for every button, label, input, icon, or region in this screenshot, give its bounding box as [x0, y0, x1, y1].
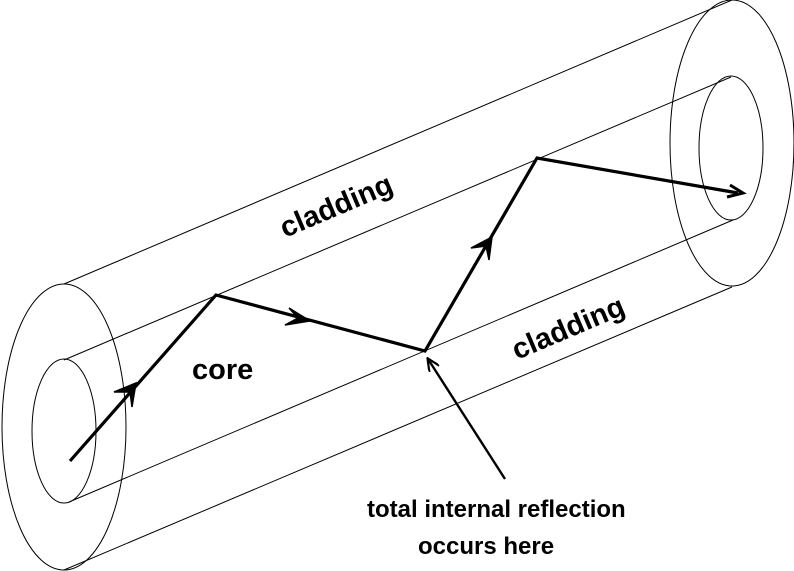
cladding-top-edge — [63, 0, 733, 285]
cladding-label-bottom: cladding — [507, 290, 629, 366]
ray-arrowhead-2 — [284, 307, 313, 326]
right-core-end — [698, 75, 764, 221]
core-label: core — [192, 354, 253, 386]
annotation-line-1: total internal reflection — [367, 496, 626, 523]
ray-arrowhead-4 — [726, 183, 747, 199]
light-ray-path — [68, 156, 739, 463]
annotation-line-2: occurs here — [418, 533, 554, 560]
core-bottom-edge — [68, 219, 734, 503]
left-core-end — [31, 358, 97, 504]
reflection-pointer-arrow — [428, 359, 507, 480]
right-cladding-end — [669, 0, 794, 287]
cladding-bottom-edge — [63, 286, 733, 571]
ray-arrowhead-1 — [113, 381, 137, 408]
core-top-edge — [63, 76, 732, 361]
cladding-label-top: cladding — [275, 168, 397, 244]
left-cladding-end — [1, 283, 127, 571]
ray-arrowhead-3 — [470, 235, 493, 261]
